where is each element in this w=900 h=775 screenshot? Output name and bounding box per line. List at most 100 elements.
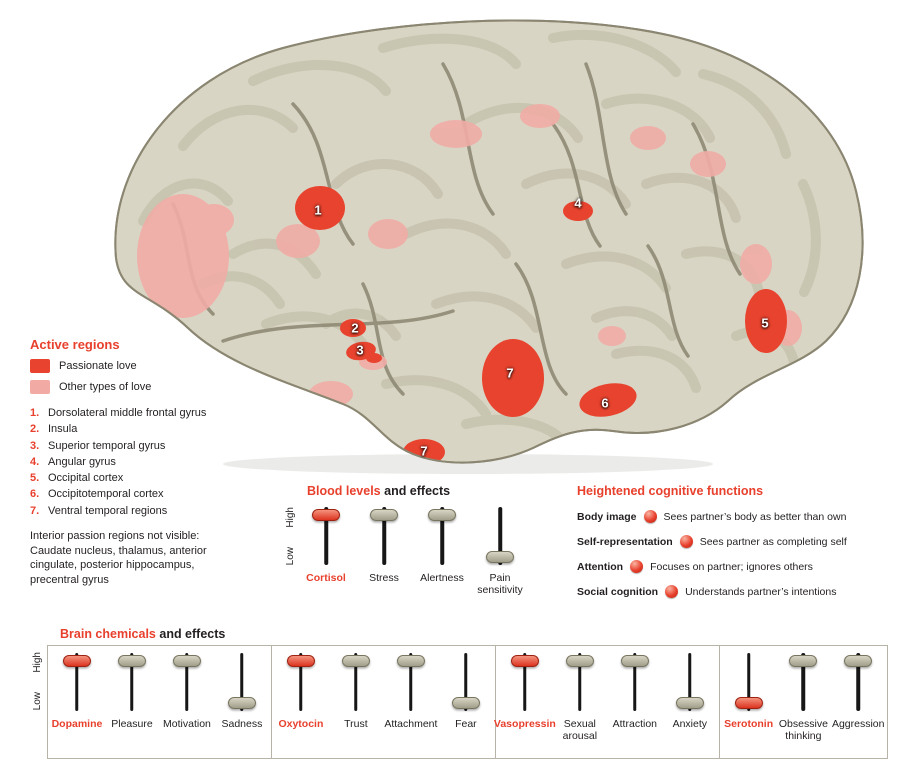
slider-label: Fear (455, 718, 477, 730)
slider-handle[interactable] (428, 509, 456, 521)
slider-pleasure: Pleasure (106, 653, 158, 749)
brain-region-marker: 2 (351, 320, 359, 336)
slider-track (382, 507, 386, 565)
slider-track (633, 653, 637, 711)
slider-handle[interactable] (844, 655, 873, 667)
slider-sadness: Sadness (216, 653, 268, 749)
slider-handle[interactable] (734, 697, 763, 709)
cognitive-desc: Focuses on partner; ignores others (650, 560, 813, 573)
cognitive-label: Body image (577, 510, 637, 523)
region-list-item: 2.Insula (30, 422, 248, 436)
legend-item-other-love: Other types of love (30, 380, 248, 394)
slider-track (688, 653, 692, 711)
slider-handle[interactable] (620, 655, 649, 667)
other-love-swatch (30, 380, 50, 394)
slider-label: Sadness (221, 718, 263, 730)
cognitive-function-row: Social cognition Understands partner’s i… (577, 585, 897, 598)
brain-region-marker: 5 (761, 315, 769, 331)
slider-track (354, 653, 358, 711)
slider-label: Obsessive thinking (778, 718, 828, 742)
cognitive-label: Attention (577, 560, 624, 573)
slider-handle[interactable] (370, 509, 398, 521)
slider-handle[interactable] (227, 697, 256, 709)
region-list-item: 6. Occipitotemporal cortex (30, 487, 248, 501)
slider-label: Serotonin (724, 718, 774, 730)
slider-handle[interactable] (62, 655, 91, 667)
slider-label: Dopamine (51, 718, 103, 730)
chemical-group-dopamine: Dopamine Pleasure Motivation Sadness (48, 646, 272, 758)
slider-motivation: Motivation (161, 653, 213, 749)
slider-handle[interactable] (312, 509, 340, 521)
slider-handle[interactable] (675, 697, 704, 709)
legend-label: Passionate love (59, 360, 137, 372)
region-number: 7. (30, 504, 40, 517)
slider-label: Anxiety (672, 718, 708, 730)
brain-region-marker: 7 (420, 443, 428, 459)
region-name: Angular gyrus (48, 455, 116, 468)
slider-stress: Stress (355, 507, 413, 603)
interior-regions-note: Interior passion regions not visible: Ca… (30, 529, 220, 587)
brain-chemicals-title: Brain chemicals and effects (60, 627, 225, 641)
cognitive-function-row: Self-representation Sees partner as comp… (577, 535, 897, 548)
slider-handle[interactable] (341, 655, 370, 667)
slider-handle[interactable] (172, 655, 201, 667)
cognitive-functions-panel: Heightened cognitive functions Body imag… (577, 484, 897, 598)
slider-sexual-arousal: Sexual arousal (554, 653, 606, 749)
axis-high-label: High (31, 652, 43, 673)
slider-handle[interactable] (486, 551, 514, 563)
brain-svg (114, 19, 864, 474)
slider-handle[interactable] (286, 655, 315, 667)
chemical-group-serotonin: Serotonin Obsessive thinking Aggression (720, 646, 887, 758)
legend-item-passionate-love: Passionate love (30, 359, 248, 373)
passionate-love-swatch (30, 359, 50, 373)
axis-low-label: Low (284, 546, 296, 565)
slider-track (324, 507, 328, 565)
blood-levels-title: Blood levels and effects (307, 484, 578, 498)
axis-low-label: Low (31, 691, 43, 710)
slider-handle[interactable] (396, 655, 425, 667)
region-list-item: 1.Dorsolateral middle frontal gyrus (30, 406, 248, 420)
slider-handle[interactable] (451, 697, 480, 709)
slider-label: Cortisol (306, 572, 346, 584)
region-number: 6. (30, 488, 40, 501)
cognitive-desc: Sees partner’s body as better than own (663, 510, 847, 523)
region-name: Dorsolateral middle frontal gyrus (48, 407, 207, 419)
slider-cortisol: Cortisol (297, 507, 355, 603)
slider-handle[interactable] (510, 655, 539, 667)
active-regions-panel: Active regions Passionate love Other typ… (30, 337, 248, 587)
slider-handle[interactable] (565, 655, 594, 667)
region-list-item: 5.Occipital cortex (30, 471, 248, 485)
cognitive-function-row: Body image Sees partner’s body as better… (577, 510, 897, 523)
region-name: Occipitotemporal cortex (48, 488, 164, 501)
brain-region-marker: 6 (601, 395, 609, 411)
slider-label: Attraction (612, 718, 657, 730)
cognitive-label: Social cognition (577, 585, 659, 598)
chemical-group-oxytocin: Oxytocin Trust Attachment Fear (272, 646, 496, 758)
region-number: 3. (30, 439, 40, 452)
region-number: 4. (30, 455, 40, 468)
brain-chemicals-box: Dopamine Pleasure Motivation Sadness Oxy… (47, 645, 888, 759)
blood-levels-panel: Blood levels and effects High Low Cortis… (283, 484, 578, 603)
slider-track (498, 507, 502, 565)
legend-label: Other types of love (59, 381, 152, 393)
brain-region-marker: 3 (356, 342, 364, 358)
slider-handle[interactable] (117, 655, 146, 667)
slider-track (578, 653, 582, 711)
slider-label: Attachment (384, 718, 438, 730)
slider-label: Pain sensitivity (477, 572, 523, 596)
region-name: Superior temporal gyrus (48, 439, 166, 452)
slider-track (856, 653, 860, 711)
brain-chemicals-title-rest: and effects (155, 627, 226, 641)
region-list-item: 7.Ventral temporal regions (30, 504, 248, 518)
cognitive-desc: Understands partner’s intentions (685, 585, 837, 598)
slider-track (185, 653, 189, 711)
region-number: 2. (30, 423, 40, 436)
region-list-item: 4. Angular gyrus (30, 455, 248, 469)
slider-handle[interactable] (789, 655, 818, 667)
slider-obsessive-thinking: Obsessive thinking (777, 653, 829, 749)
axis-high-label: High (284, 507, 296, 528)
slider-track (299, 653, 303, 711)
level-axis: High Low (283, 507, 297, 565)
slider-track (523, 653, 527, 711)
slider-pain-sensitivity: Pain sensitivity (471, 507, 529, 603)
